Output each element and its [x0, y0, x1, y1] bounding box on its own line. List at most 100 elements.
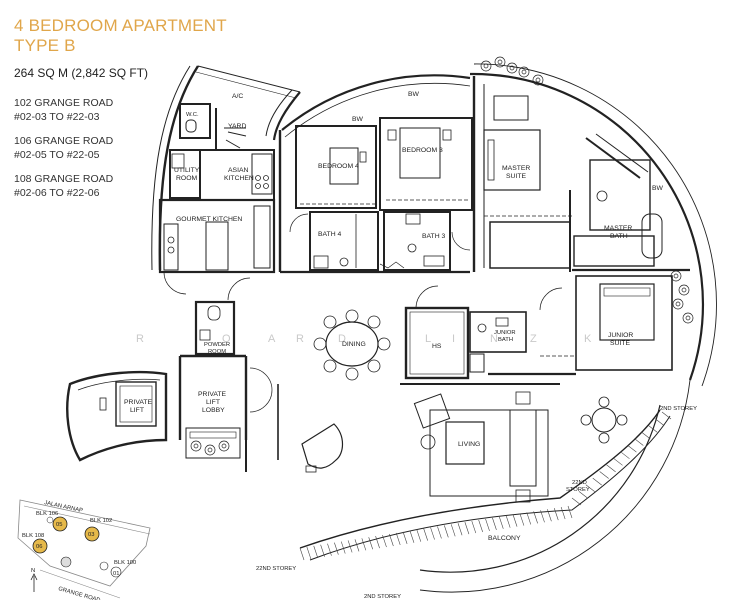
watermark-letter: K [584, 333, 592, 345]
balcony-hatch-line [306, 546, 312, 560]
label-balcony: BALCONY [488, 535, 521, 542]
balcony-hatch-line [492, 517, 497, 530]
balcony-hatch-line [347, 540, 353, 553]
dining-table [313, 309, 391, 381]
label-master-suite: MASTER [502, 165, 530, 172]
master-suite-block [472, 76, 690, 272]
watermark-letter: Z [530, 333, 537, 345]
balcony-hatch-line [599, 471, 609, 479]
label-private-lift: PRIVATE [124, 399, 153, 406]
label-bath-3: BATH 3 [422, 233, 446, 240]
balcony-hatch-line [613, 458, 623, 466]
shrub [483, 63, 489, 69]
label-junior-suite-2: SUITE [610, 340, 630, 347]
label-master-suite-2: SUITE [506, 173, 526, 180]
label-blk-102: BLK 102 [90, 518, 112, 524]
shrub [193, 443, 199, 449]
label-lift-lobby: PRIVATE [198, 391, 227, 398]
watermark-letter: A [268, 333, 276, 345]
unit-area: 264 SQ M (2,842 SQ FT) [14, 66, 149, 80]
watermark-letter: R [136, 333, 144, 345]
balcony-hatch-line [437, 526, 442, 539]
label-2nd-storey: 2ND STOREY [660, 406, 697, 412]
watermark: R O A R D L I N Z K [136, 333, 592, 345]
watermark-letter: O [222, 333, 231, 345]
shrub [681, 287, 687, 293]
label-private-lift-2: LIFT [130, 407, 144, 414]
balcony-hatch-line [620, 451, 630, 459]
balcony-hatch-line [592, 477, 602, 486]
label-asian-kitchen-2: KITCHEN [224, 175, 254, 182]
balcony-hatch-line [533, 511, 538, 524]
label-22nd-storey-bottom: 22ND STOREY [256, 566, 296, 572]
label-junior-bath: JUNIOR [494, 330, 516, 336]
watermark-letter: D [338, 333, 346, 345]
balcony-hatch-line [464, 522, 470, 535]
address-units: #02-05 TO #22-05 [14, 149, 100, 161]
balcony-hatch-line [320, 544, 325, 557]
label-living: LIVING [458, 441, 480, 448]
address-units: #02-06 TO #22-06 [14, 187, 100, 199]
label-bw: BW [352, 116, 364, 123]
outer-facade [281, 63, 717, 593]
label-bedroom-3: BEDROOM 3 [402, 147, 443, 154]
shrub [207, 447, 213, 453]
balcony-hatch-line [571, 497, 582, 506]
shrub [494, 56, 506, 68]
label-asian-kitchen: ASIAN [228, 167, 248, 174]
plan-title-line1: 4 BEDROOM APARTMENT [14, 16, 227, 35]
shrub [221, 443, 227, 449]
address-102: 102 GRANGE ROAD #02-03 TO #22-03 [14, 96, 113, 124]
label-gourmet-kitchen: GOURMET KITCHEN [176, 216, 242, 223]
junior-suite-block [404, 275, 673, 380]
watermark-letter: N [490, 333, 498, 345]
balcony-hatch-line [553, 508, 559, 521]
label-dining: DINING [342, 341, 366, 348]
bedroom-block [278, 117, 473, 274]
label-master-bath: MASTER [604, 225, 632, 232]
shrub [670, 270, 682, 282]
label-powder-room: POWDER [204, 342, 230, 348]
balcony-hatch-line [634, 438, 644, 446]
balcony-hatch-line [498, 516, 504, 529]
label-bw: BW [408, 91, 420, 98]
balcony-hatch-line [485, 518, 490, 532]
balcony-hatch-line [567, 505, 573, 519]
shrub [532, 74, 544, 86]
balcony-hatch-line [560, 506, 566, 520]
living-area [245, 383, 628, 503]
shrub [497, 59, 503, 65]
watermark-letter: R [296, 333, 304, 345]
label-blk-108: BLK 108 [22, 533, 44, 539]
address-106: 106 GRANGE ROAD #02-05 TO #22-05 [14, 134, 113, 162]
label-blk-100: BLK 100 [114, 560, 136, 566]
balcony-hatch-line [334, 542, 339, 555]
shrub [190, 440, 202, 452]
balcony-hatch-line [389, 533, 394, 547]
label-yard: YARD [228, 123, 246, 130]
balcony-hatch-line [627, 444, 637, 453]
balcony-hatch-line [547, 509, 552, 522]
balcony-hatch-line [526, 512, 532, 525]
balcony-hatch-line [402, 531, 408, 544]
balcony-hatch-line [654, 418, 665, 426]
label-lift-lobby-3: LOBBY [202, 407, 225, 414]
balcony-hatch-line [409, 530, 415, 543]
plan-title-line2: TYPE B [14, 36, 76, 55]
balcony-hatch-line [416, 529, 422, 542]
shrub [204, 444, 216, 456]
balcony-hatch-line [313, 545, 319, 558]
balcony-hatch-line [585, 484, 596, 493]
label-wc: W.C. [186, 112, 199, 118]
label-junior-suite: JUNIOR [608, 332, 633, 339]
label-2nd-storey-bottom: 2ND STOREY [364, 594, 401, 600]
shrub [521, 69, 527, 75]
balcony-hatch-line [478, 519, 483, 533]
shrub [682, 312, 694, 324]
planter-shrubs [190, 56, 694, 456]
balcony-hatch-line [471, 520, 477, 534]
label-unit-01: 01 [113, 571, 119, 577]
balcony-hatch-line [368, 537, 374, 550]
room-labels: A/C W.C. YARD ASIAN KITCHEN UTILITY ROOM… [124, 91, 697, 600]
address-road: 108 GRANGE ROAD [14, 173, 114, 185]
